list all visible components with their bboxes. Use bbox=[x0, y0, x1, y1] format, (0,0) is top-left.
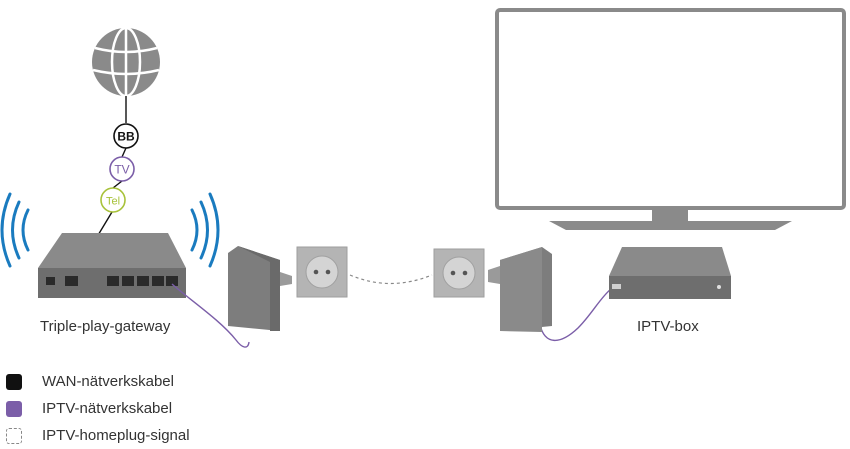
wan-cable bbox=[73, 96, 127, 276]
legend: WAN-nätverkskabel IPTV-nätverkskabel IPT… bbox=[6, 368, 190, 449]
tv-badge: TV bbox=[109, 156, 135, 182]
legend-label-iptv-cable: IPTV-nätverkskabel bbox=[42, 400, 173, 417]
power-socket-icon-right bbox=[433, 248, 485, 298]
gateway-label: Triple-play-gateway bbox=[40, 318, 171, 335]
power-socket-icon bbox=[296, 246, 348, 298]
gateway-ports bbox=[46, 276, 178, 286]
legend-label-homeplug: IPTV-homeplug-signal bbox=[42, 427, 190, 444]
homeplug-swatch bbox=[6, 427, 22, 444]
legend-item-iptv-cable: IPTV-nätverkskabel bbox=[6, 395, 190, 422]
wan-swatch bbox=[6, 373, 22, 390]
wifi-waves-icon bbox=[0, 192, 220, 268]
iptv-box-device bbox=[609, 247, 731, 299]
tv-badge-text: TV bbox=[114, 163, 129, 177]
tv-screen bbox=[495, 8, 846, 210]
tel-badge-text: Tel bbox=[106, 196, 120, 208]
bb-badge-text: BB bbox=[117, 130, 135, 144]
homeplug-signal-line bbox=[349, 274, 433, 285]
tel-badge: Tel bbox=[100, 187, 126, 213]
homeplug-adapter-left bbox=[228, 246, 292, 331]
homeplug-adapter-right bbox=[488, 247, 552, 332]
legend-item-wan: WAN-nätverkskabel bbox=[6, 368, 190, 395]
television bbox=[495, 8, 846, 230]
globe-icon bbox=[92, 26, 160, 98]
legend-label-wan: WAN-nätverkskabel bbox=[42, 373, 174, 390]
gateway-device bbox=[38, 233, 186, 298]
iptv-cable-left bbox=[171, 283, 250, 348]
iptv-cable-right bbox=[539, 288, 612, 342]
iptv-box-label: IPTV-box bbox=[637, 318, 699, 335]
iptv-cable-swatch bbox=[6, 400, 22, 417]
legend-item-homeplug: IPTV-homeplug-signal bbox=[6, 422, 190, 449]
bb-badge: BB bbox=[113, 123, 139, 149]
